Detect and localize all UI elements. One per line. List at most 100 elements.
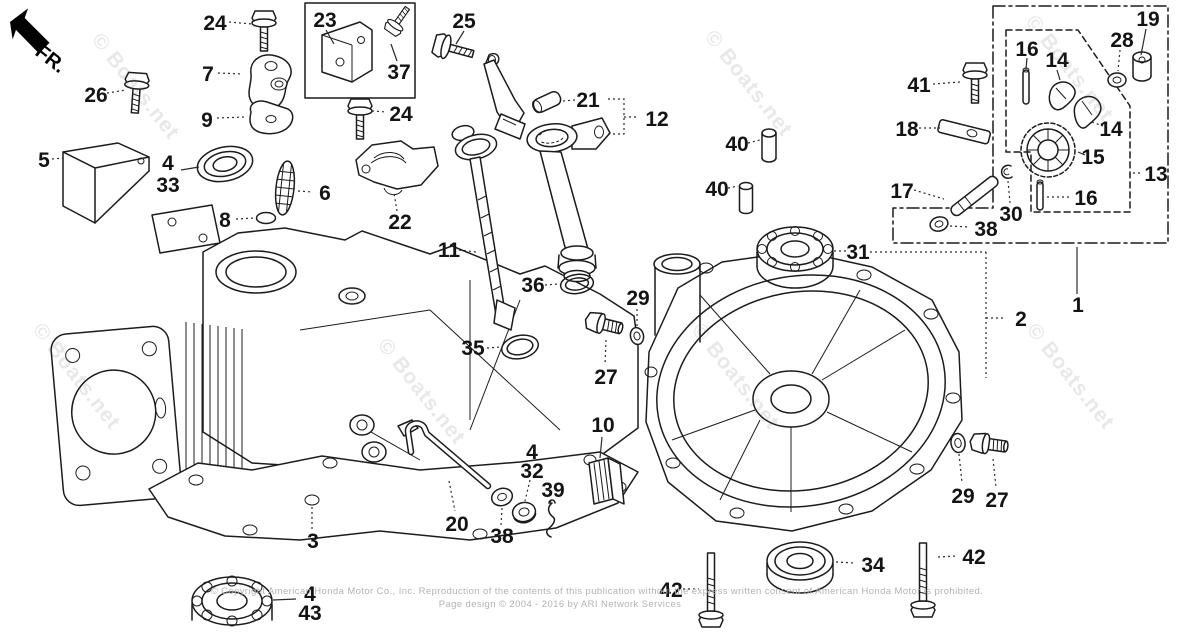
callout-13: 13 [1144,163,1167,186]
callout-21: 21 [576,89,600,112]
callout-39: 39 [541,479,564,502]
callout-labels: 24 23 37 25 21 12 19 28 16 14 41 26 7 9 … [38,8,1168,625]
leader-lines [51,21,1147,601]
washer-29-mid [629,326,645,346]
dowel-pin-40-upper [761,128,777,163]
callout-31: 31 [846,241,870,264]
callout-17: 17 [890,180,913,203]
callout-35: 35 [461,337,485,360]
callout-14-upper: 14 [1045,49,1069,72]
oil-seal-4-33 [196,145,254,183]
callout-30: 30 [999,203,1022,226]
callout-40-upper: 40 [725,133,748,156]
callout-23: 23 [313,9,336,32]
watermark-text: © Boats.net [700,26,797,141]
bolt-42-right [910,542,936,618]
callout-14-right: 14 [1099,118,1123,141]
plug-8 [255,211,277,225]
callout-36: 36 [521,274,544,297]
callout-12: 12 [645,108,668,131]
governor-pins [1022,67,1044,211]
pin-21 [531,90,562,114]
governor-gear [1020,122,1076,178]
callout-5: 5 [38,149,50,172]
callout-40-lower: 40 [705,178,728,201]
callout-6: 6 [319,182,331,205]
callout-25: 25 [452,10,476,33]
ball-bearing-43 [191,575,273,627]
footer-copyright: © Copyright American Honda Motor Co., In… [211,586,983,610]
bolt-37 [382,2,416,39]
drain-bolt-27-lower [968,430,1010,458]
washer-38-right [929,216,949,232]
callout-19: 19 [1136,8,1159,31]
bolt-25 [430,31,477,67]
cylinder-gasket [50,325,182,507]
cooling-fins [185,322,243,492]
oil-seal-34 [766,541,834,594]
callout-43: 43 [298,602,321,625]
callout-24-top: 24 [203,12,227,35]
callout-34: 34 [861,554,885,577]
callout-9: 9 [201,109,213,132]
governor-bushing-19 [1132,51,1152,82]
ball-bearing-31 [756,226,834,289]
callout-7: 7 [202,63,214,86]
cylinder-barrel [50,204,639,541]
callout-11: 11 [438,239,461,262]
callout-37: 37 [387,61,410,84]
callout-16-upper: 16 [1015,38,1038,61]
callout-29-mid: 29 [626,287,649,310]
governor-assembly-box [892,5,1169,244]
bracket-22 [355,140,439,196]
callout-15: 15 [1081,146,1105,169]
callout-16-lower: 16 [1074,187,1097,210]
callout-42-left: 42 [659,579,682,602]
flange-bolt-24-top [251,10,277,52]
plate-18 [937,119,992,145]
callout-41: 41 [907,74,931,97]
callout-8: 8 [219,209,231,232]
callout-38-right: 38 [974,218,998,241]
inset-box-23 [304,2,416,99]
oring-35 [500,334,540,360]
callout-26: 26 [84,84,107,107]
watermark-text: © Boats.net [1022,319,1119,434]
bushing-4-32 [511,501,537,524]
oring-36 [559,273,595,295]
callout-20: 20 [445,513,468,536]
callout-42-right: 42 [962,546,985,569]
fr-direction-arrow: FR. [10,8,70,78]
callout-27-mid: 27 [594,366,617,389]
callout-22: 22 [388,211,411,234]
governor-weights [1048,81,1102,129]
crankcase-cover [644,250,963,532]
footer-line-2: Page design © 2004 - 2016 by ARI Network… [439,599,682,610]
governor-shaft-17 [950,175,999,217]
callout-4-upper: 4 [162,152,174,175]
cotter-pin-39 [546,499,556,538]
washer-28 [1107,72,1127,88]
washer-29-lower [950,432,966,454]
callout-29-lower: 29 [951,485,974,508]
callout-33: 33 [156,174,179,197]
callout-3: 3 [307,530,319,553]
callout-32: 32 [520,460,543,483]
screen-6 [274,160,296,216]
flange-bolt-24-mid [347,98,373,140]
callout-28: 28 [1110,29,1134,52]
callout-1: 1 [1072,294,1084,317]
callout-24-mid: 24 [389,103,413,126]
callout-38-lower: 38 [490,525,514,548]
dowel-pin-40-lower [738,181,754,215]
callout-27-lower: 27 [985,489,1008,512]
watermark-text: © Boats.net [1021,11,1118,126]
dipstick-11 [451,124,516,331]
clip-30 [1000,164,1013,180]
callout-10: 10 [591,414,614,437]
bracket-23 [321,21,373,83]
bracket-5 [62,142,150,224]
callout-18: 18 [895,118,919,141]
governor-rod-20 [397,419,492,490]
callout-4-mid: 4 [526,441,538,464]
